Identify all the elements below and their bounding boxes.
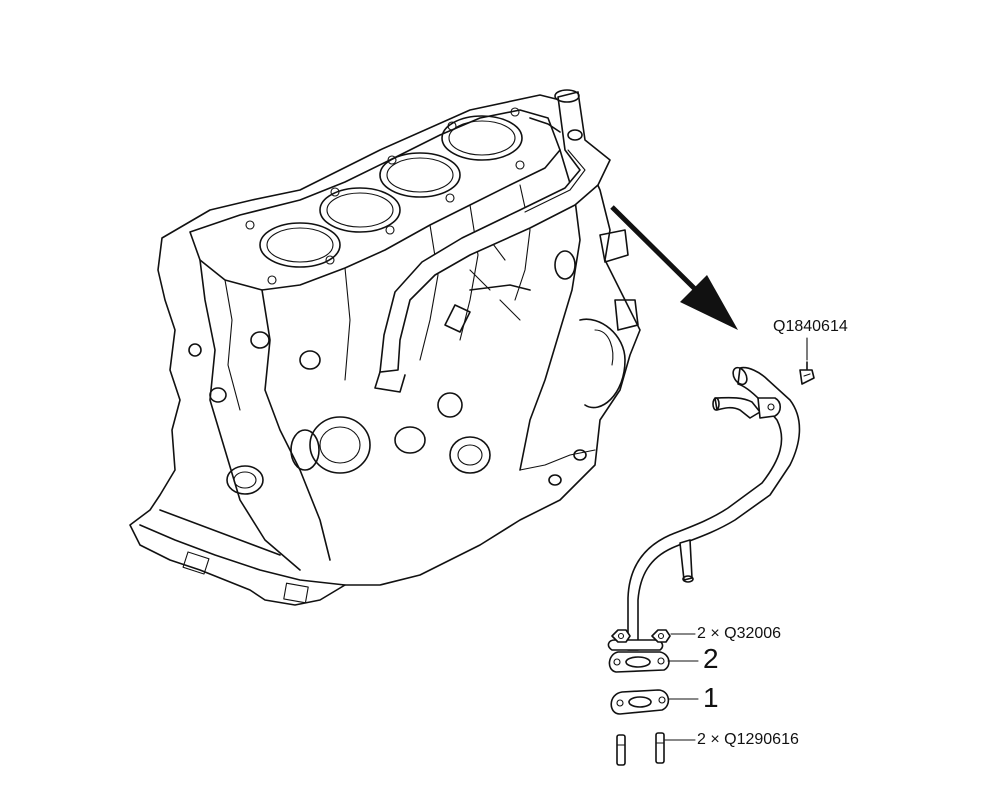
- label-studs-q1290616: 2 × Q1290616: [697, 731, 799, 748]
- head-bolt-holes: [245, 107, 525, 285]
- engine-block: [129, 94, 641, 606]
- bolt-q1840614: [799, 361, 815, 385]
- direction-arrow: [610, 205, 738, 330]
- gasket-2: [608, 651, 670, 673]
- water-pipe: [607, 366, 801, 651]
- label-part-2: 2: [703, 643, 719, 674]
- label-part-1: 1: [703, 682, 719, 713]
- label-nuts-q32006: 2 × Q32006: [697, 625, 782, 642]
- installed-water-pipe: [374, 89, 611, 393]
- label-bolt-q1840614: Q1840614: [773, 318, 848, 335]
- flange-1: [610, 689, 670, 715]
- studs-q1290616: [616, 732, 665, 766]
- cylinder-bores: [259, 115, 523, 268]
- nuts-q32006: [611, 629, 671, 643]
